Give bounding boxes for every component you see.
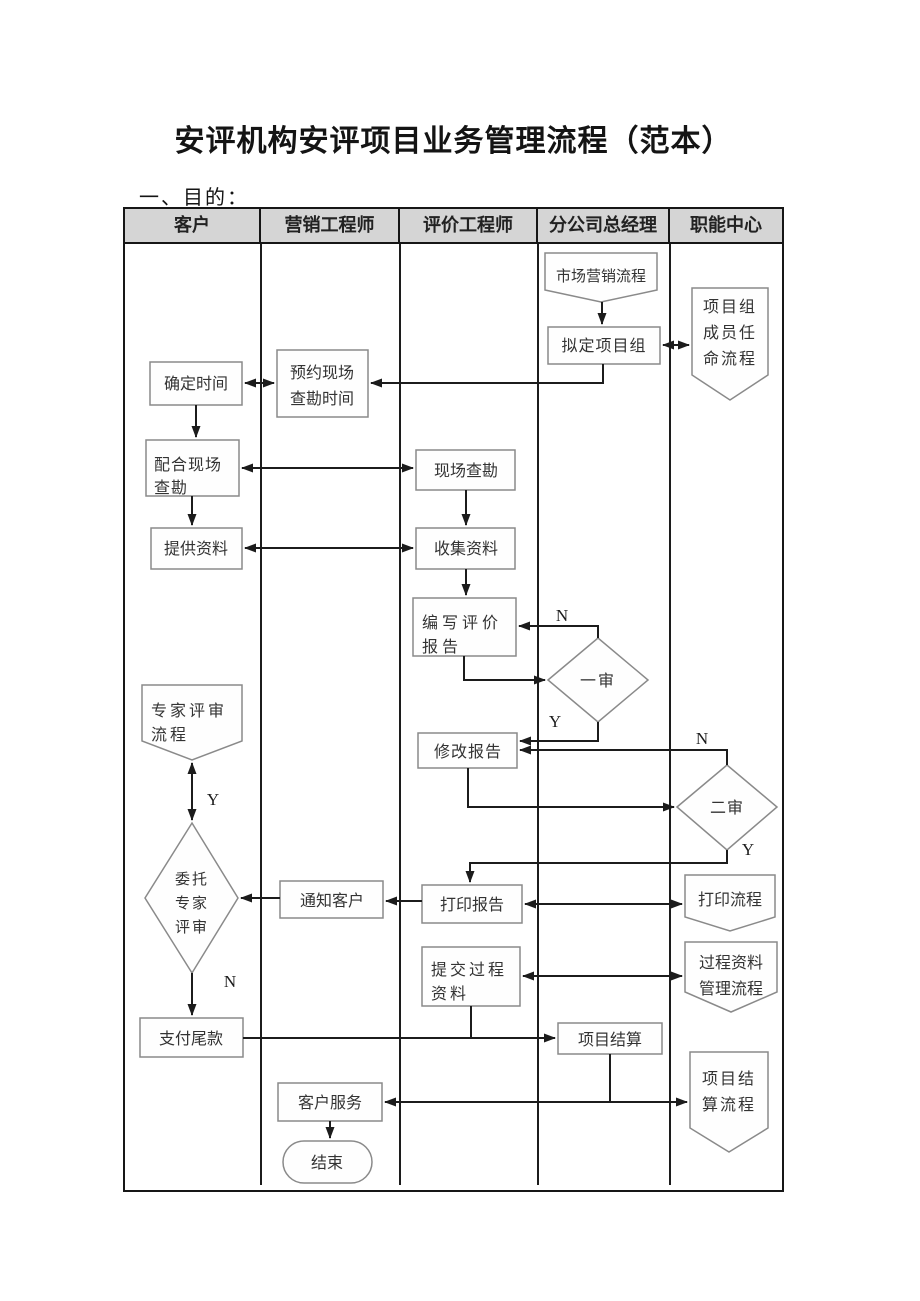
node-print-process-shape [684, 874, 776, 932]
node-team-appoint-label-1: 项目组 [703, 298, 757, 316]
node-site-survey-label: 现场查勘 [434, 462, 498, 480]
node-submit-materials-label-2: 资料 [431, 985, 469, 1003]
node-team-appoint-shape [691, 287, 769, 401]
node-write-report-label-2: 报告 [422, 638, 462, 656]
node-write-report-label-1: 编写评价 [422, 614, 502, 632]
swimlane-header-row: 客户 营销工程师 评价工程师 分公司总经理 职能中心 [125, 209, 782, 244]
node-provide-materials-label: 提供资料 [164, 540, 228, 558]
lane-header-function-center: 职能中心 [670, 209, 782, 242]
node-confirm-time-shape [149, 361, 243, 406]
node-revise-report-shape [417, 732, 518, 769]
node-team-appoint-label-3: 命流程 [703, 350, 757, 368]
lane-header-customer: 客户 [125, 209, 261, 242]
node-notify-customer-label: 通知客户 [300, 892, 364, 910]
page-title: 安评机构安评项目业务管理流程（范本） [174, 125, 733, 158]
node-cooperate-survey-label-2: 查勘 [154, 479, 188, 497]
node-market-process-label: 市场营销流程 [556, 268, 646, 285]
branch-label-first-review-n: N [556, 606, 568, 625]
node-materials-mgmt-process-shape [684, 941, 778, 1013]
node-submit-materials-shape [421, 946, 521, 1007]
node-submit-materials-label-1: 提交过程 [431, 961, 507, 979]
branch-label-entrust-n: N [224, 972, 236, 991]
node-draft-team-label: 拟定项目组 [561, 337, 646, 355]
section-heading: 一、目的： [139, 187, 249, 209]
node-site-survey-shape [415, 449, 516, 491]
node-market-process-shape [544, 252, 658, 303]
node-cooperate-survey-label-1: 配合现场 [154, 456, 222, 474]
node-collect-materials-label: 收集资料 [434, 540, 498, 558]
node-settlement-process-label-2: 算流程 [702, 1095, 756, 1114]
branch-label-first-review-y: Y [549, 712, 561, 731]
node-settlement-process-shape [689, 1051, 769, 1153]
branch-label-second-review-y: Y [742, 840, 754, 859]
node-first-review-diamond [546, 637, 650, 723]
node-materials-mgmt-process-label-1: 过程资料 [699, 954, 763, 972]
node-end-label: 结束 [311, 1154, 343, 1172]
flowchart-canvas: 市场营销流程 拟定项目组 项目组 成员任 命流程 确定时间 预约现场 查勘时间 … [139, 244, 779, 1185]
node-print-report-label: 打印报告 [440, 896, 504, 914]
node-revise-report-label: 修改报告 [434, 743, 502, 761]
connector-second-review-no [519, 745, 728, 765]
connector-revise-to-second-review [467, 768, 675, 812]
node-customer-service-shape [277, 1082, 383, 1122]
node-schedule-survey-label-2: 查勘时间 [290, 390, 354, 408]
node-settlement-process-label-1: 项目结 [702, 1070, 756, 1088]
node-print-report-shape [421, 884, 523, 924]
node-team-appoint-label-2: 成员任 [703, 324, 757, 342]
lane-header-marketing-engineer: 营销工程师 [261, 209, 400, 242]
node-schedule-survey-label-1: 预约现场 [290, 364, 354, 382]
node-project-settlement-label: 项目结算 [578, 1030, 642, 1049]
node-entrust-expert-label-1: 委托 [175, 871, 209, 888]
connector-draft-to-schedule [370, 364, 604, 388]
lane-header-branch-gm: 分公司总经理 [538, 209, 670, 242]
node-second-review-label: 二审 [710, 799, 744, 817]
node-pay-balance-label: 支付尾款 [159, 1030, 223, 1048]
node-confirm-time-label: 确定时间 [164, 375, 228, 393]
node-provide-materials-shape [150, 527, 243, 570]
node-expert-review-process-label-1: 专家评审 [151, 702, 227, 720]
node-entrust-expert-diamond [144, 821, 239, 975]
node-entrust-expert-label-2: 专家 [175, 895, 209, 912]
connector-first-review-no [518, 621, 599, 638]
node-entrust-expert-label-3: 评审 [175, 919, 209, 936]
branch-label-entrust-y: Y [207, 790, 219, 809]
node-collect-materials-shape [415, 527, 516, 570]
node-second-review-diamond [675, 764, 779, 851]
branch-label-second-review-n: N [696, 729, 708, 748]
node-materials-mgmt-process-label-2: 管理流程 [699, 980, 763, 998]
node-notify-customer-shape [279, 880, 384, 919]
node-pay-balance-shape [139, 1017, 244, 1058]
node-expert-review-process-label-2: 流程 [151, 726, 189, 744]
node-customer-service-label: 客户服务 [298, 1094, 362, 1112]
node-print-process-label: 打印流程 [698, 891, 762, 909]
flowchart-swimlane-table: 客户 营销工程师 评价工程师 分公司总经理 职能中心 [123, 207, 784, 1192]
node-end-shape [282, 1140, 373, 1184]
connector-second-review-yes [465, 850, 728, 883]
node-cooperate-survey-shape [145, 439, 240, 497]
node-first-review-label: 一审 [580, 672, 616, 690]
node-schedule-survey-shape [276, 349, 369, 418]
node-expert-review-process-shape [141, 684, 243, 761]
lane-header-evaluation-engineer: 评价工程师 [400, 209, 538, 242]
connector-write-to-first-review [463, 656, 546, 685]
node-draft-team-shape [547, 326, 661, 365]
connector-first-review-yes [519, 722, 599, 746]
node-write-report-shape [412, 597, 517, 657]
